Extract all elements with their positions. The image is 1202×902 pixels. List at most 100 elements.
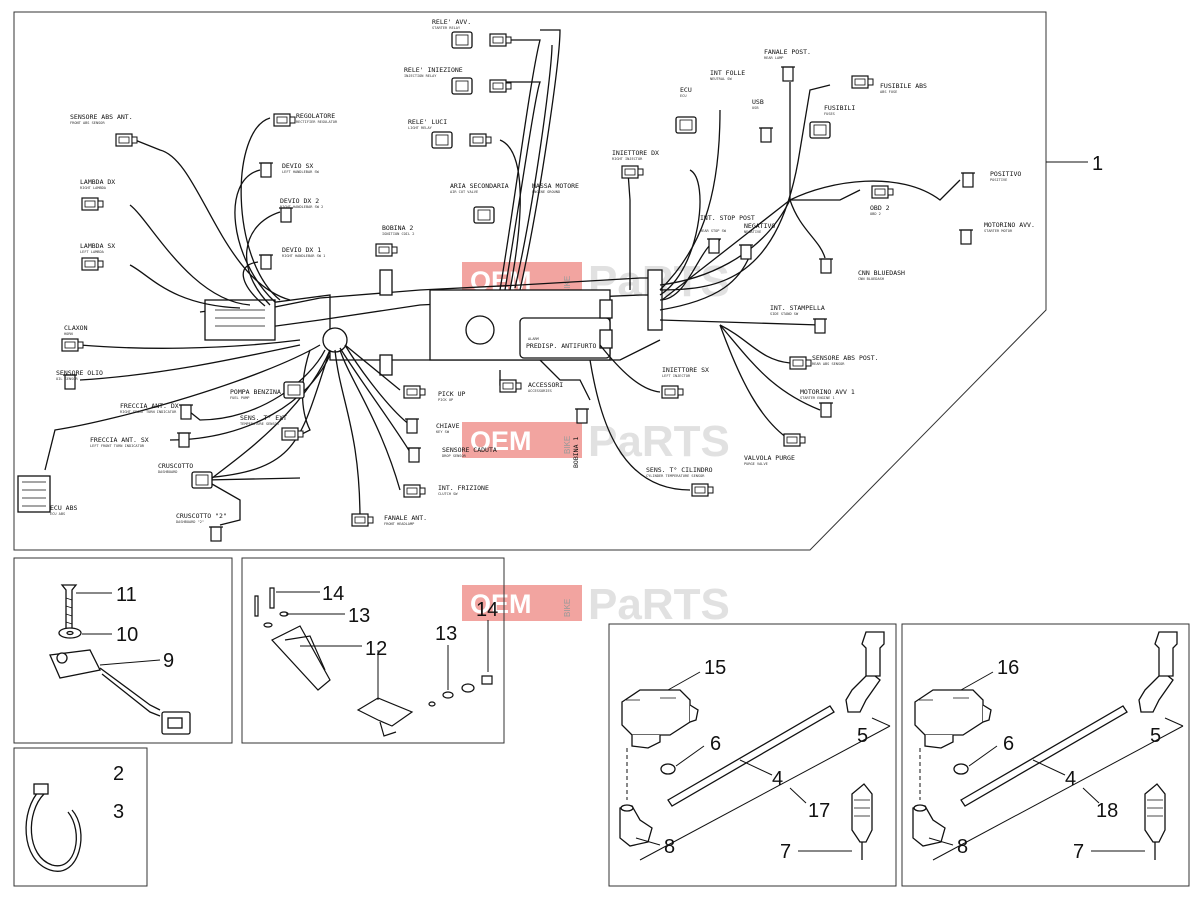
sensor-kit-drawing xyxy=(49,584,191,735)
sensore-abs-post-connector xyxy=(789,356,812,370)
svg-text:LEFT LAMBDA: LEFT LAMBDA xyxy=(80,250,105,254)
svg-text:RECTIFIER REGULATOR: RECTIFIER REGULATOR xyxy=(296,120,338,124)
callout-14a: 14 xyxy=(322,583,344,605)
sensor-kit-leaders xyxy=(76,592,161,666)
label-accessori: ACCESSORI xyxy=(528,381,563,389)
sens-t-cilindro-sensor xyxy=(691,483,714,497)
harness-body xyxy=(44,29,961,526)
components xyxy=(17,31,976,542)
label-bobina-1: BOBINA 1 xyxy=(572,437,580,468)
label-pompa-benzina: POMPA BENZINA xyxy=(230,388,281,396)
label-freccia-ant-sx: FRECCIA ANT. SX xyxy=(90,436,149,444)
svg-text:ENGINE GROUND: ENGINE GROUND xyxy=(532,190,560,194)
label-devio-dx-1: DEVIO DX 1 xyxy=(282,246,321,254)
iniettore-sx-connector xyxy=(661,385,684,399)
svg-text:FRONT HEADLAMP: FRONT HEADLAMP xyxy=(384,522,414,526)
svg-text:SIDE STAND SW: SIDE STAND SW xyxy=(770,312,799,316)
svg-text:KEY SW: KEY SW xyxy=(436,430,450,434)
callout-11: 11 xyxy=(116,584,137,606)
svg-text:DASHBOARD "2": DASHBOARD "2" xyxy=(176,520,204,524)
motorino-avv-1-terminal xyxy=(818,402,834,418)
label-devio-dx-2: DEVIO DX 2 xyxy=(280,197,319,205)
iniettore-dx-connector xyxy=(621,165,644,179)
rele-luci-connector xyxy=(469,133,492,147)
devio-dx-2-connector xyxy=(278,207,294,223)
label-sens-t-ext: SENS. T° EXT xyxy=(240,414,287,422)
obd-2-connector xyxy=(871,185,894,199)
svg-text:OIL SENSOR: OIL SENSOR xyxy=(56,377,78,381)
callout-8a: 8 xyxy=(664,836,675,858)
cruscotto-connector xyxy=(191,471,213,489)
panel-clamp xyxy=(13,747,148,887)
negativo-terminal xyxy=(738,244,754,260)
label-iniettore-sx: INIETTORE SX xyxy=(662,366,709,374)
callout-13b: 13 xyxy=(435,623,457,645)
cruscotto-2-connector xyxy=(208,526,224,542)
claxon-connector xyxy=(61,338,84,352)
pick-up-connector xyxy=(403,385,426,399)
panel-ignition-1 xyxy=(608,623,897,887)
svg-text:OEM: OEM xyxy=(470,589,532,619)
label-lambda-dx: LAMBDA DX xyxy=(80,178,115,186)
motorino-avv-terminal xyxy=(958,229,974,245)
callout-16: 16 xyxy=(997,657,1019,679)
callout-6b: 6 xyxy=(1003,733,1014,755)
svg-text:BIKE: BIKE xyxy=(563,436,572,454)
sens-t-ext-sensor xyxy=(281,427,304,441)
label-aria-secondaria: ARIA SECONDARIA xyxy=(450,182,509,190)
rele-avv-relay xyxy=(451,31,473,49)
rele-avv-connector xyxy=(489,33,512,47)
callout-8b: 8 xyxy=(957,836,968,858)
svg-text:RIGHT HANDLEBAR SW 2: RIGHT HANDLEBAR SW 2 xyxy=(280,205,323,209)
callout-12: 12 xyxy=(365,638,387,660)
callout-6a: 6 xyxy=(710,733,721,755)
int-stampella-connector xyxy=(812,318,828,334)
callout-18: 18 xyxy=(1096,800,1118,822)
label-iniettore-dx: INIETTORE DX xyxy=(612,149,659,157)
callout-4a: 4 xyxy=(772,768,783,790)
ignition-kit-2-drawing xyxy=(912,631,1178,860)
svg-text:NEUTRAL SW: NEUTRAL SW xyxy=(710,77,732,81)
label-sensore-olio: SENSORE OLIO xyxy=(56,369,103,377)
bobina-1-connector xyxy=(574,408,590,424)
svg-text:FUEL PUMP: FUEL PUMP xyxy=(230,396,249,400)
svg-text:ECU ABS: ECU ABS xyxy=(50,512,65,516)
watermark: OEM BIKE PaRTS OEM BIKE PaRTS OEM BIKE P… xyxy=(462,257,730,629)
svg-text:ALARM: ALARM xyxy=(528,337,540,341)
ignition-kit-1-leaders xyxy=(635,671,891,861)
label-rele-iniezione: RELE' INIEZIONE xyxy=(404,66,463,74)
label-negativo: NEGATIVO xyxy=(744,222,775,230)
callout-1: 1 xyxy=(1092,153,1103,175)
callout-5a: 5 xyxy=(857,725,868,747)
svg-text:RIGHT HANDLEBAR SW 1: RIGHT HANDLEBAR SW 1 xyxy=(282,254,325,258)
cable-clamp-drawing xyxy=(25,783,82,872)
ignition-kit-1-drawing xyxy=(619,631,885,860)
label-fusibili: FUSIBILI xyxy=(824,104,855,112)
svg-text:PaRTS: PaRTS xyxy=(588,580,730,629)
rele-iniezione-relay xyxy=(451,77,473,95)
panel-ignition-2 xyxy=(901,623,1190,887)
ecu-abs-connector xyxy=(17,475,51,513)
svg-text:CYLINDER TEMPERATURE SENSOR: CYLINDER TEMPERATURE SENSOR xyxy=(646,474,705,478)
svg-text:LEFT HANDLEBAR SW: LEFT HANDLEBAR SW xyxy=(282,170,320,174)
svg-text:BIKE: BIKE xyxy=(563,599,572,617)
label-valvola-purge: VALVOLA PURGE xyxy=(744,454,795,462)
svg-text:CLUTCH SW: CLUTCH SW xyxy=(438,492,458,496)
label-cnn-bluedash: CNN BLUEDASH xyxy=(858,269,905,277)
lambda-dx-connector xyxy=(81,197,104,211)
fusibile-abs-connector xyxy=(851,75,874,89)
label-int-stop-post: INT. STOP POST xyxy=(700,214,755,222)
callout-14b: 14 xyxy=(476,599,498,621)
sensore-abs-ant-connector xyxy=(115,133,138,147)
int-frizione-connector xyxy=(403,484,426,498)
fanale-ant-connector xyxy=(351,513,374,527)
bobina-2-connector xyxy=(375,243,398,257)
aria-secondaria-connector xyxy=(473,206,495,224)
label-predisp-antifurto: PREDISP. ANTIFURTO xyxy=(526,342,597,350)
label-devio-sx: DEVIO SX xyxy=(282,162,313,170)
int-stop-post-switch xyxy=(706,238,722,254)
svg-text:IGNITION COIL 2: IGNITION COIL 2 xyxy=(382,232,414,236)
label-claxon: CLAXON xyxy=(64,324,88,332)
label-lambda-sx: LAMBDA SX xyxy=(80,242,115,250)
svg-text:FRONT ABS SENSOR: FRONT ABS SENSOR xyxy=(70,121,105,125)
